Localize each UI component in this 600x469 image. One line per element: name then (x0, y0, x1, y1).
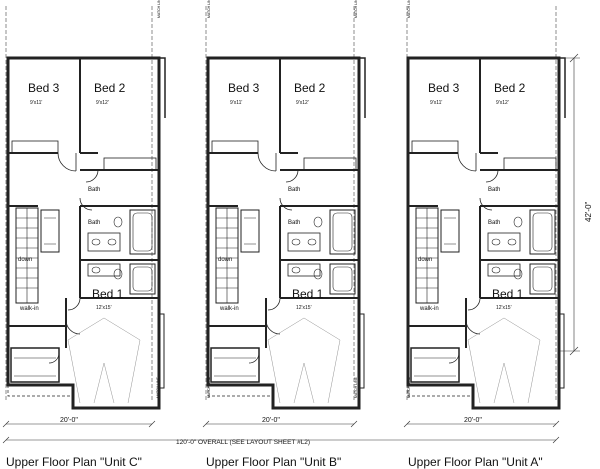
bath-top-label: Bath (288, 187, 300, 193)
unit-a-walls (406, 56, 567, 410)
unit-a-width-dim: 20'-0" (464, 417, 482, 424)
walk-in-label: walk-in (219, 306, 239, 312)
bed-2-dim: 9'x12' (296, 100, 309, 106)
match-line-label: MATCH LINE (354, 376, 358, 398)
unit-b-plan: Bed 3 9'x11' Bed 2 9'x12' Bath Bath down… (206, 56, 367, 410)
bed-3-dim: 9'x11' (230, 100, 242, 106)
bed-1-dim: 12'x15' (496, 305, 512, 311)
match-line-label: MATCH LINE (207, 0, 211, 18)
stair-down-label: down (418, 257, 432, 263)
bath-top-label: Bath (488, 187, 500, 193)
unit-a-caption: Upper Floor Plan "Unit A" (408, 455, 543, 469)
bed-3-dim: 9'x11' (430, 100, 442, 106)
bed-2-dim: 9'x12' (96, 100, 109, 106)
match-line-label: MATCH LINE (354, 0, 358, 18)
bed-2-label: Bed 2 (294, 81, 326, 95)
bed-1-label: Bed 1 (92, 287, 124, 301)
overall-dim-label: 120'-0" OVERALL (SEE LAYOUT SHEET #L2) (176, 439, 310, 446)
depth-dimension (560, 53, 580, 356)
bath-top-label: Bath (88, 187, 100, 193)
stair-down-label: down (18, 257, 32, 263)
match-line-label: MATCH LINE (407, 0, 411, 18)
bed-1-dim: 12'x15' (296, 305, 312, 311)
width-dimensions (2, 420, 560, 428)
match-line-label: MATCH LINE (407, 376, 411, 398)
bath-bottom-label: Bath (288, 220, 300, 226)
bed-1-dim: 12'x15' (96, 305, 112, 311)
unit-a-plan: Bed 3 9'x11' Bed 2 9'x12' Bath Bath down… (406, 56, 567, 410)
overall-dimension (2, 436, 560, 444)
bed-1-label: Bed 1 (492, 287, 524, 301)
bed-1-label: Bed 1 (292, 287, 324, 301)
bed-3-dim: 9'x11' (30, 100, 42, 106)
unit-c-width-dim: 20'-0" (60, 417, 78, 424)
unit-b-caption: Upper Floor Plan "Unit B" (206, 455, 341, 469)
unit-c-caption: Upper Floor Plan "Unit C" (6, 455, 142, 469)
unit-b-walls (206, 56, 367, 410)
bed-3-label: Bed 3 (228, 81, 260, 95)
bed-3-label: Bed 3 (428, 81, 460, 95)
match-line-label: MATCH LINE (207, 376, 211, 398)
bath-bottom-label: Bath (488, 220, 500, 226)
bed-2-label: Bed 2 (494, 81, 526, 95)
unit-c-plan: Bed 3 9'x11' Bed 2 9'x12' Bath Bath down… (6, 56, 167, 410)
stair-down-label: down (218, 257, 232, 263)
bed-3-label: Bed 3 (28, 81, 60, 95)
walk-in-label: walk-in (419, 306, 439, 312)
walk-in-label: walk-in (19, 306, 39, 312)
bed-2-dim: 9'x12' (496, 100, 509, 106)
bath-bottom-label: Bath (88, 220, 100, 226)
unit-c-walls (6, 56, 167, 410)
bed-2-label: Bed 2 (94, 81, 126, 95)
unit-b-width-dim: 20'-0" (262, 417, 280, 424)
match-line-label: MATCH LINE (157, 0, 161, 18)
depth-dim-label: 42'-0" (584, 201, 593, 222)
